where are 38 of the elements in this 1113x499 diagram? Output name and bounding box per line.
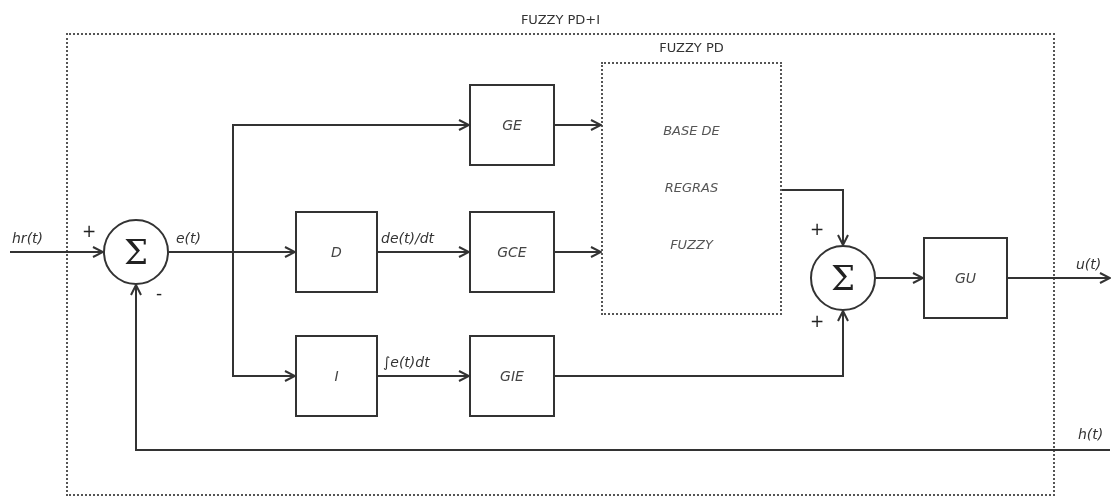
edge-label: u(t)	[1076, 256, 1102, 272]
block-box	[469, 211, 555, 293]
group-title: FUZZY PD+I	[519, 11, 602, 29]
sum-symbol: Σ	[123, 235, 148, 269]
arrow	[554, 310, 849, 377]
block-label: GE	[502, 117, 522, 133]
arrow	[168, 251, 296, 382]
sign-label: +	[810, 312, 825, 330]
block-box	[923, 237, 1008, 319]
sign-label: +	[810, 220, 825, 238]
arrow	[1007, 272, 1111, 284]
arrow	[554, 119, 602, 131]
sum-symbol: Σ	[830, 261, 855, 295]
arrow	[554, 246, 602, 258]
arrow	[377, 246, 470, 258]
block-label: D	[331, 244, 342, 260]
edge-label: e(t)	[176, 230, 202, 246]
arrow	[9, 246, 104, 258]
block-label: GU	[954, 270, 977, 286]
sign-label: +	[82, 222, 97, 240]
block-box	[469, 335, 555, 417]
arrow	[377, 370, 470, 382]
group-title: FUZZY PD	[658, 39, 725, 57]
block-text: BASE DE REGRAS FUZZY	[662, 122, 721, 254]
arrow	[130, 284, 1111, 451]
block-box	[469, 84, 555, 166]
edge-label: de(t)/dt	[381, 230, 434, 246]
sign-label: -	[156, 284, 163, 302]
edge-label: h(t)	[1078, 426, 1104, 442]
edge-label: hr(t)	[12, 230, 44, 246]
arrow	[875, 272, 924, 284]
block-label: GCE	[497, 244, 527, 260]
block-box	[295, 211, 378, 293]
arrow	[781, 189, 849, 246]
edge-label: ∫e(t)dt	[383, 354, 430, 370]
block-label: I	[334, 368, 339, 384]
block-label: GIE	[500, 368, 524, 384]
block-box	[295, 335, 378, 417]
